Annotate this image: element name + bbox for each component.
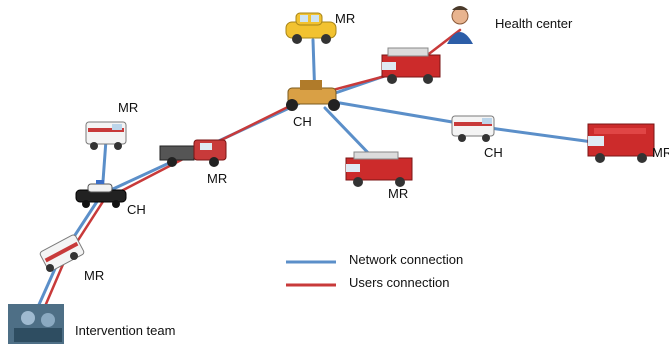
- ch-vehicle-center-icon: [286, 80, 340, 111]
- label-mr-right: MR: [652, 145, 669, 160]
- link-ch-right-to-mr-right: [488, 126, 602, 145]
- legend-network-label: Network connection: [349, 252, 464, 267]
- label-mr-truck: MR: [207, 171, 228, 186]
- label-ch-left: CH: [127, 202, 146, 217]
- label-intervention-team: Intervention team: [75, 323, 176, 338]
- label-mr-bottom: MR: [84, 268, 105, 283]
- yellow-car-icon: [285, 12, 337, 44]
- link-ch-center-to-mr-mid: [323, 106, 377, 162]
- intervention-team-photo-icon: [8, 304, 64, 344]
- legend-users-label: Users connection: [349, 275, 450, 290]
- fire-truck-top-icon: [381, 47, 441, 84]
- legend: [286, 260, 336, 287]
- health-center-person-icon: [447, 6, 473, 44]
- link-truck-to-ch-left: [98, 156, 182, 197]
- label-health-center: Health center: [495, 16, 573, 31]
- label-mr-ambulance: MR: [118, 100, 139, 115]
- label-ch-center: CH: [293, 114, 312, 129]
- fire-truck-right-icon: [587, 123, 655, 163]
- ambulance-bottom-icon: [39, 234, 85, 272]
- fire-truck-mid-icon: [345, 151, 413, 187]
- pickup-truck-icon: [159, 139, 227, 167]
- ch-ambulance-right-icon: [451, 115, 495, 142]
- ambulance-left-icon: [85, 121, 127, 150]
- label-ch-right: CH: [484, 145, 503, 160]
- police-car-icon: [75, 180, 127, 208]
- label-mr-firetruck-mid: MR: [388, 186, 409, 201]
- link-ch-center-to-ch-right: [338, 101, 472, 127]
- label-mr-top: MR: [335, 11, 356, 26]
